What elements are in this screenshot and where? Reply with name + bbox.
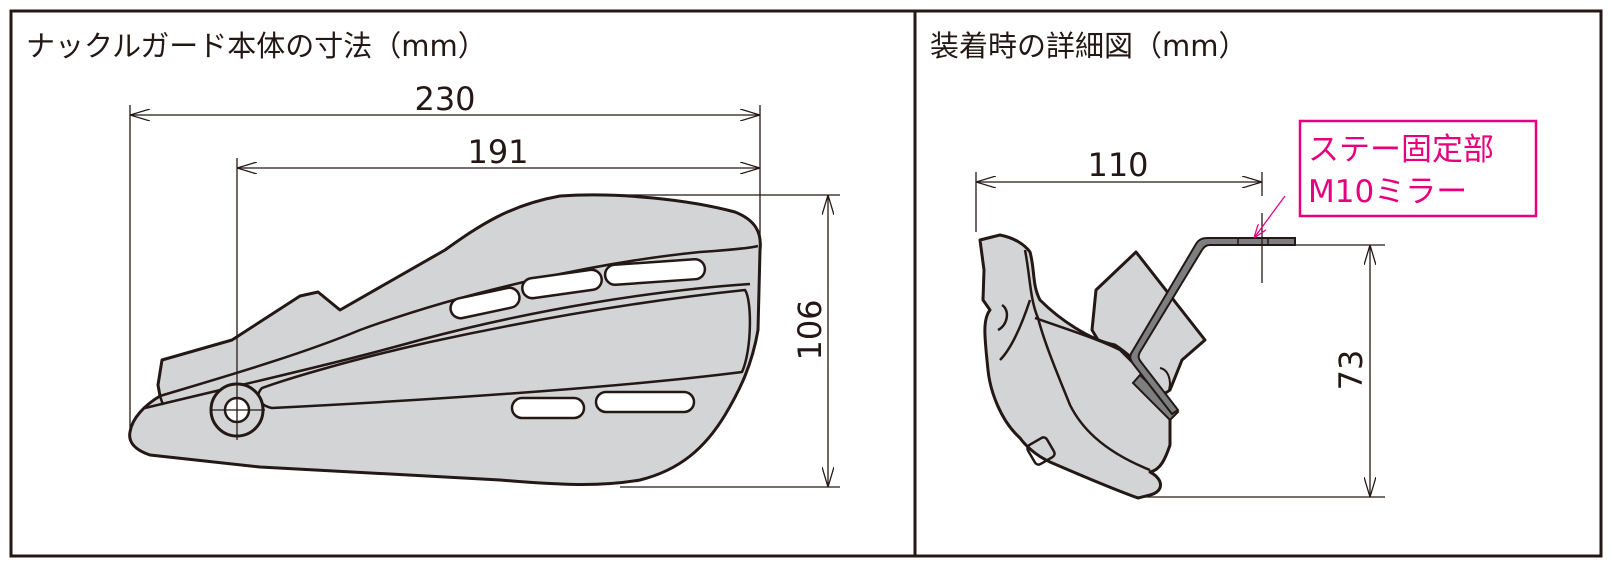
dimension-230: 230 — [414, 80, 475, 118]
right-panel: 装着時の詳細図（mm） 110 73 — [930, 29, 1538, 500]
dimension-73: 73 — [1332, 350, 1370, 391]
callout-line1: ステー固定部 — [1308, 132, 1494, 168]
callout-line2: M10ミラー — [1308, 174, 1467, 210]
dimension-191: 191 — [467, 133, 528, 171]
dimension-lines-right — [975, 172, 1385, 498]
dimension-lines-left — [129, 105, 840, 488]
knuckle-guard-side-view — [128, 193, 762, 486]
mirror-stay-bracket — [1129, 237, 1296, 416]
right-panel-title: 装着時の詳細図（mm） — [930, 29, 1248, 63]
stay-mount-callout: ステー固定部 M10ミラー — [1254, 119, 1538, 238]
dimension-110: 110 — [1087, 146, 1148, 184]
left-panel: ナックルガード本体の寸法（mm） 230 19 — [26, 29, 840, 488]
outer-frame — [9, 9, 1603, 558]
mounted-guard-detail-view — [978, 233, 1207, 500]
left-panel-title: ナックルガード本体の寸法（mm） — [26, 29, 487, 63]
dimension-106: 106 — [791, 299, 829, 360]
